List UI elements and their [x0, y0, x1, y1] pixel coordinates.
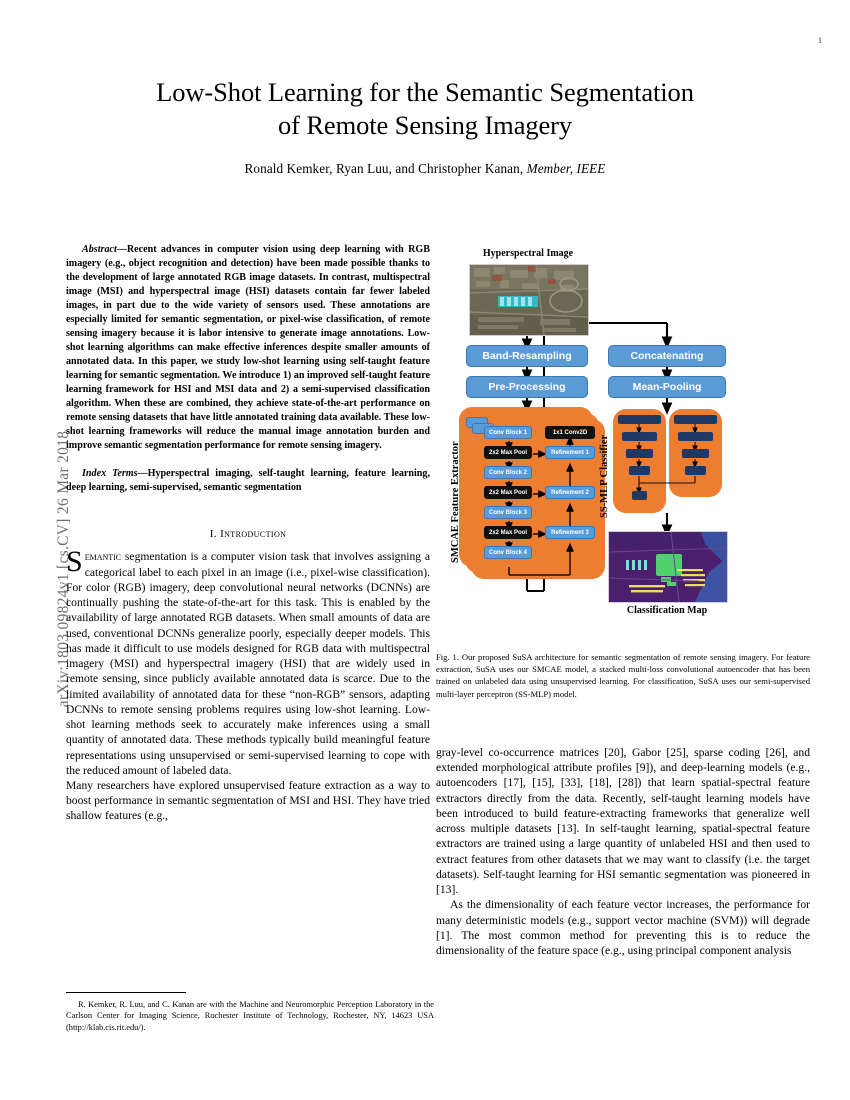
index-terms-lead-label: Index Terms — [82, 467, 138, 479]
ssmlp-right-layer-3 — [682, 449, 709, 458]
abstract-lead-label: Abstract — [82, 244, 117, 255]
index-terms-dash: — — [137, 467, 148, 479]
ssmlp-left-layer-2 — [622, 432, 657, 441]
drop-cap: S — [66, 545, 83, 579]
intro-paragraph-2: Many researchers have explored unsupervi… — [66, 778, 430, 823]
page-title-line-2: of Remote Sensing Imagery — [277, 110, 573, 141]
block-conv-block-4: Conv Block 4 — [484, 546, 532, 559]
block-refinement-2: Refinement 2 — [545, 486, 595, 499]
block-max-pool-3: 2x2 Max Pool — [484, 526, 532, 539]
classification-map-thumbnail — [608, 531, 728, 603]
footnote-rule — [66, 992, 186, 993]
ssmlp-internal-connectors — [636, 423, 698, 495]
author-list: Ronald Kemker, Ryan Luu, and Christopher… — [60, 161, 790, 177]
ssmlp-left-layer-1 — [618, 415, 661, 424]
block-pre-processing: Pre-Processing — [466, 376, 588, 398]
figure-bottom-label: Classification Map — [626, 605, 708, 616]
block-max-pool-2: 2x2 Max Pool — [484, 486, 532, 499]
abstract-paragraph: Abstract—Recent advances in computer vis… — [66, 243, 430, 453]
block-refinement-3: Refinement 3 — [545, 526, 595, 539]
index-terms-body: Hyperspectral imaging, self-taught learn… — [66, 467, 430, 493]
section-heading-introduction: I. Introduction — [66, 528, 430, 540]
block-1x1-conv2d: 1x1 Conv2D — [545, 426, 595, 439]
author-membership: Member, IEEE — [526, 160, 606, 176]
block-conv-block-3: Conv Block 3 — [484, 506, 532, 519]
block-conv-block-1: Conv Block 1 — [484, 426, 532, 439]
page-title-line-1: Low-Shot Learning for the Semantic Segme… — [156, 77, 694, 107]
ssmlp-right-layer-4 — [685, 466, 706, 475]
figure-caption-text: Our proposed SuSA architecture for seman… — [436, 652, 810, 699]
ssmlp-right-layer-1 — [674, 415, 717, 424]
block-concatenating: Concatenating — [608, 345, 726, 367]
footnote-affiliation: R. Kemker, R. Luu, and C. Kanan are with… — [66, 1000, 434, 1032]
page-number: 1 — [818, 36, 822, 45]
figure-1-caption: Fig. 1. Our proposed SuSA architecture f… — [436, 651, 810, 700]
abstract-dash: — — [116, 244, 127, 255]
right-column-paragraph-1: gray-level co-occurrence matrices [20], … — [436, 746, 810, 897]
index-terms-paragraph: Index Terms—Hyperspectral imaging, self-… — [66, 467, 430, 495]
section-numeral: I. — [209, 528, 217, 541]
smcae-internal-connectors — [505, 435, 574, 576]
page-title: Low-Shot Learning for the Semantic Segme… — [60, 76, 790, 143]
left-column: Abstract—Recent advances in computer vis… — [66, 243, 430, 824]
right-column-paragraph-2: As the dimensionality of each feature ve… — [436, 898, 810, 958]
title-block: Low-Shot Learning for the Semantic Segme… — [60, 76, 790, 177]
right-column: gray-level co-occurrence matrices [20], … — [436, 745, 810, 958]
figure-caption-label: Fig. 1. — [436, 652, 459, 662]
classification-map-svg — [609, 532, 727, 602]
hyperspectral-image-thumbnail — [469, 264, 589, 336]
block-conv-block-2: Conv Block 2 — [484, 466, 532, 479]
ssmlp-vertical-label: SS-MLP Classifier — [599, 434, 610, 518]
intro-smallcaps-run: emantic — [84, 550, 122, 564]
ssmlp-left-layer-4 — [629, 466, 650, 475]
block-max-pool-1: 2x2 Max Pool — [484, 446, 532, 459]
figure-top-label: Hyperspectral Image — [482, 248, 574, 259]
smcae-vertical-label: SMCAE Feature Extractor — [450, 441, 461, 563]
ssmlp-left-layer-5 — [632, 491, 647, 500]
block-band-resampling: Band-Resampling — [466, 345, 588, 367]
hyperspectral-image-svg — [470, 265, 588, 335]
ssmlp-left-layer-3 — [626, 449, 653, 458]
abstract-body: Recent advances in computer vision using… — [66, 244, 430, 451]
section-title: Introduction — [220, 528, 287, 541]
figure-1: Hyperspectral Image — [436, 243, 810, 643]
intro-paragraph-1-body: segmentation is a computer vision task t… — [66, 550, 430, 777]
ssmlp-right-layer-2 — [678, 432, 713, 441]
author-names: Ronald Kemker, Ryan Luu, and Christopher… — [244, 160, 524, 176]
block-refinement-1: Refinement 1 — [545, 446, 595, 459]
block-mean-pooling: Mean-Pooling — [608, 376, 726, 398]
